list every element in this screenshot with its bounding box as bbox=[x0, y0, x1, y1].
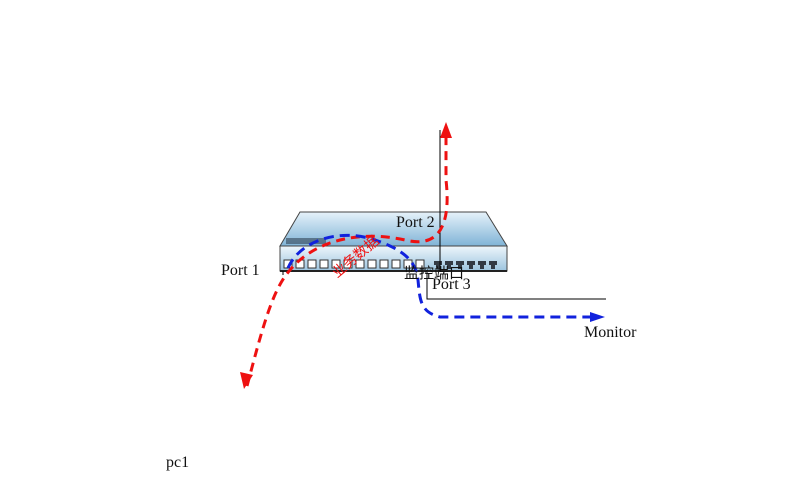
switch-port bbox=[355, 259, 365, 269]
switch-uplink-port bbox=[456, 261, 464, 269]
mirror-flow-arrow bbox=[590, 312, 605, 322]
pc1-label: pc1 bbox=[166, 454, 190, 471]
switch-port bbox=[331, 259, 341, 269]
business-flow-arrow-up bbox=[440, 122, 452, 138]
switch-port bbox=[367, 259, 377, 269]
switch-uplink-port bbox=[467, 261, 475, 269]
port1-label: Port 1 bbox=[221, 262, 260, 279]
switch-uplink-port bbox=[489, 261, 497, 269]
switch-uplink-port bbox=[445, 261, 453, 269]
switch-uplink-port bbox=[478, 261, 486, 269]
switch-port bbox=[319, 259, 329, 269]
monitor-label: Monitor bbox=[584, 324, 637, 341]
mirror-flow-path bbox=[286, 233, 595, 319]
switch-port bbox=[391, 259, 401, 269]
port3-label: Port 3 bbox=[432, 276, 471, 293]
switch-port bbox=[379, 259, 389, 269]
switch-port bbox=[343, 259, 353, 269]
mirror-port-label: 监控端口 bbox=[404, 264, 465, 282]
port2-label: Port 2 bbox=[396, 214, 435, 231]
switch-port bbox=[415, 259, 425, 269]
network-switch-icon bbox=[279, 211, 508, 272]
business-flow-path bbox=[245, 130, 449, 387]
port-group-left bbox=[283, 259, 425, 269]
switch-brand-strip bbox=[286, 238, 326, 244]
switch-port bbox=[307, 259, 317, 269]
business-flow-arrow-down bbox=[240, 372, 253, 389]
monitor-link-line bbox=[426, 272, 606, 300]
